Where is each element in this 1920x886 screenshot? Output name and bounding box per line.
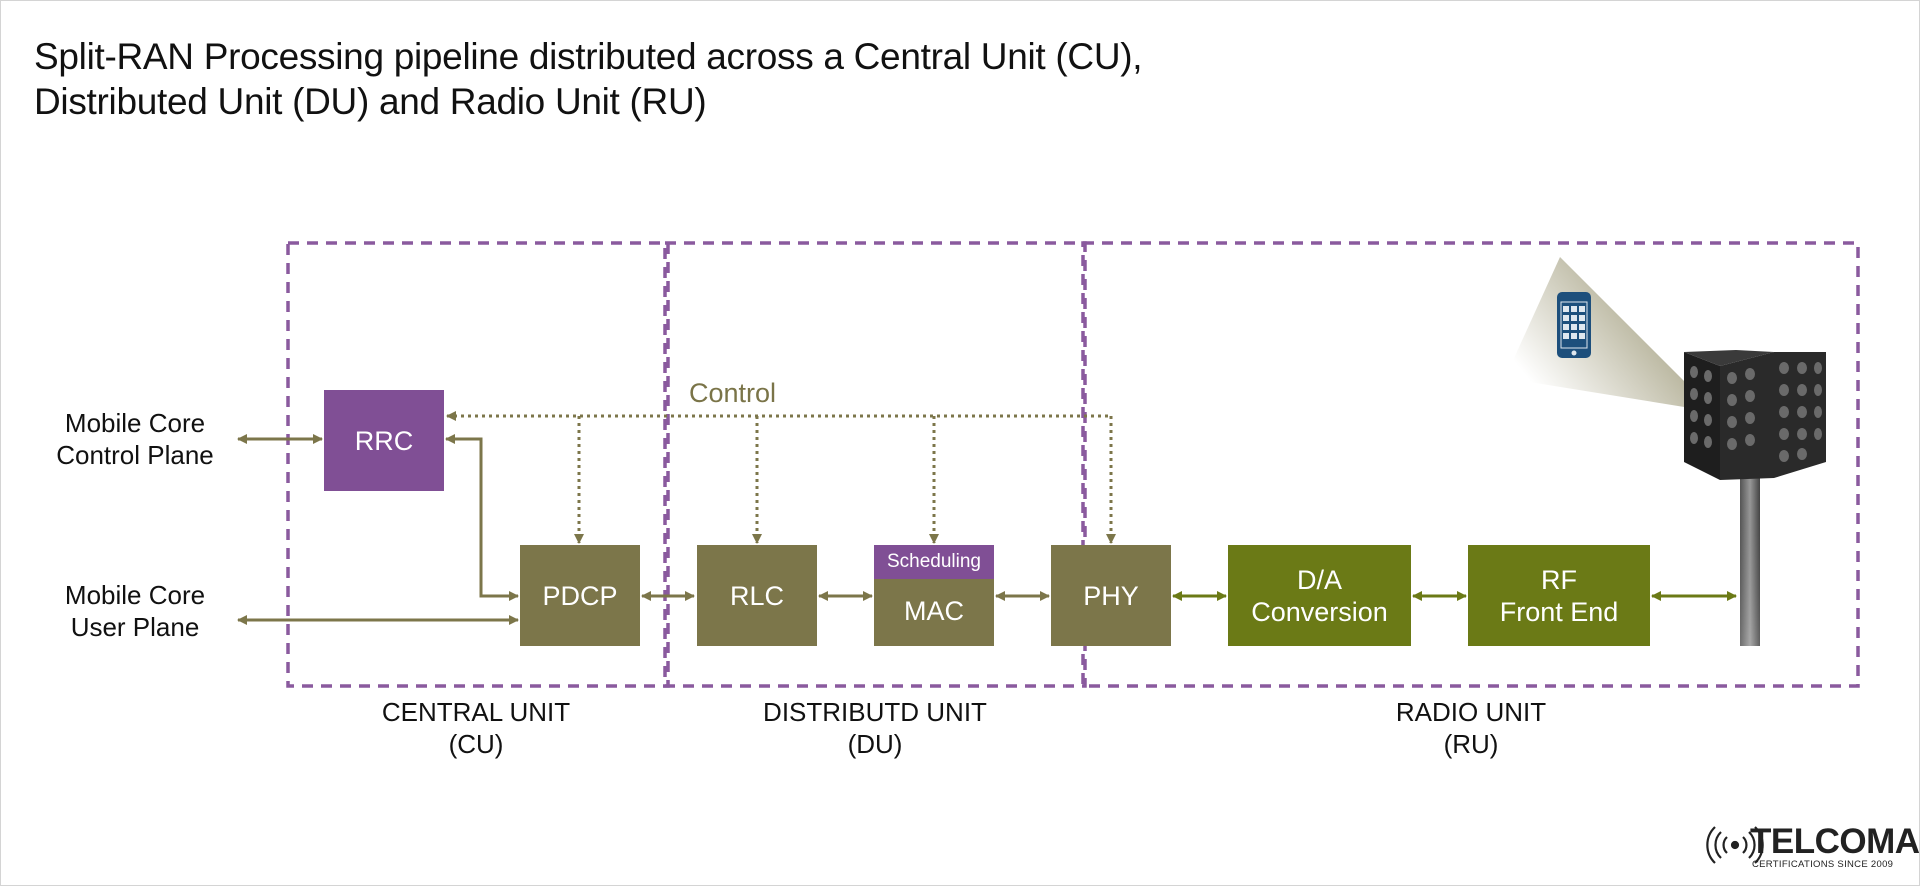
- cu-label-line2: (CU): [448, 729, 504, 759]
- scheduling-label: Scheduling: [874, 545, 994, 579]
- ru-label-line1: RADIO UNIT: [1395, 697, 1547, 727]
- rrc-label: RRC: [354, 425, 414, 456]
- rf-label-line2: Front End: [1499, 596, 1619, 627]
- title-line-1: Split-RAN Processing pipeline distribute…: [34, 36, 1143, 77]
- core-control-plane-label: Mobile Core Control Plane: [40, 407, 230, 471]
- rlc-label: RLC: [729, 580, 784, 611]
- core-user-plane-line2: User Plane: [70, 612, 200, 642]
- phy-block: PHY: [1051, 545, 1171, 646]
- antenna-tower-icon: [1684, 350, 1826, 646]
- da-conversion-block: D/A Conversion: [1228, 545, 1411, 646]
- control-label: Control: [689, 378, 777, 408]
- du-label-line1: DISTRIBUTD UNIT: [763, 697, 987, 727]
- core-control-plane-line1: Mobile Core: [64, 408, 206, 438]
- ru-label-line2: (RU): [1443, 729, 1499, 759]
- core-control-plane-line2: Control Plane: [56, 440, 214, 470]
- rf-label-line1: RF: [1541, 564, 1577, 595]
- mac-label: MAC: [904, 595, 964, 626]
- rrc-block: RRC: [324, 390, 444, 491]
- du-label: DISTRIBUTD UNIT (DU): [725, 696, 1025, 760]
- logo-tagline: CERTIFICATIONS SINCE 2009: [1752, 859, 1894, 870]
- page-title: Split-RAN Processing pipeline distribute…: [34, 34, 1434, 124]
- rlc-block: RLC: [697, 545, 817, 646]
- core-user-plane-line1: Mobile Core: [64, 580, 206, 610]
- du-label-line2: (DU): [847, 729, 903, 759]
- mac-block: Scheduling MAC: [874, 545, 994, 646]
- pdcp-block: PDCP: [520, 545, 640, 646]
- da-label-line1: D/A: [1296, 564, 1342, 595]
- ru-label: RADIO UNIT (RU): [1321, 696, 1621, 760]
- arrow-rrc-pdcp: [445, 434, 519, 601]
- ru-border: [1081, 241, 1860, 688]
- core-user-plane-label: Mobile Core User Plane: [40, 579, 230, 643]
- signal-waves-icon: [1706, 826, 1764, 864]
- telcoma-logo: TELCOMA CERTIFICATIONS SINCE 2009: [1690, 823, 1920, 871]
- logo-name: TELCOMA: [1750, 822, 1920, 861]
- cu-border: [286, 241, 670, 688]
- pdcp-label: PDCP: [542, 580, 618, 611]
- title-line-2: Distributed Unit (DU) and Radio Unit (RU…: [34, 81, 707, 122]
- du-border: [663, 241, 1087, 688]
- cu-label: CENTRAL UNIT (CU): [326, 696, 626, 760]
- smartphone-icon: [1557, 292, 1591, 358]
- beam-light: [1505, 257, 1715, 412]
- phy-label: PHY: [1083, 580, 1139, 611]
- da-label-line2: Conversion: [1251, 596, 1388, 627]
- rf-front-end-block: RF Front End: [1468, 545, 1650, 646]
- cu-label-line1: CENTRAL UNIT: [381, 697, 571, 727]
